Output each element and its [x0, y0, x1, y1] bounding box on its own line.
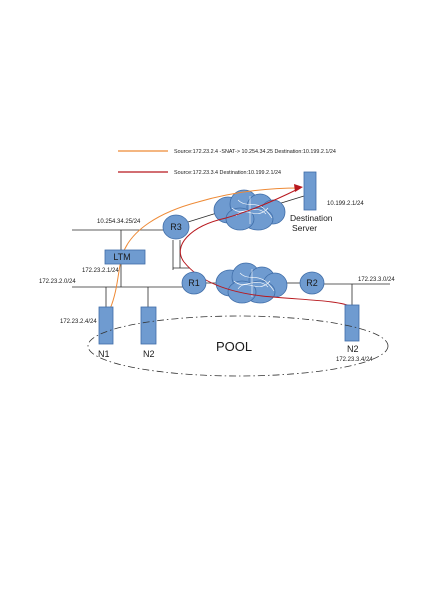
legend-direct-text: Source:172.23.3.4 Destination:10.199.2.1…	[174, 170, 281, 176]
label-n1: N1	[98, 349, 110, 359]
router-r3[interactable]: R3	[162, 214, 190, 240]
ltm-label: LTM	[113, 252, 130, 262]
legend: Source:172.23.2.4 -SNAT-> 10.254.34.25 D…	[118, 149, 336, 176]
label-net-172-23-3: 172.23.3.0/24	[358, 277, 395, 283]
label-dest-name-1: Destination	[290, 213, 333, 223]
server-n2-left[interactable]	[140, 306, 157, 345]
label-n2-left: N2	[143, 349, 155, 359]
snat-flow-path	[109, 187, 301, 310]
label-n1-ip: 172.23.2.4/24	[60, 319, 97, 325]
server-n2-right[interactable]	[344, 304, 360, 342]
router-r1[interactable]: R1	[181, 271, 207, 295]
label-dest-ip: 10.199.2.1/24	[327, 201, 364, 207]
pool-boundary	[87, 315, 389, 377]
flow-arrowhead	[294, 184, 303, 192]
legend-snat-text: Source:172.23.2.4 -SNAT-> 10.254.34.25 D…	[174, 149, 336, 155]
router-r3-label: R3	[170, 222, 182, 232]
label-n2-right-ip: 172.23.3.4/24	[336, 357, 373, 363]
server-n1[interactable]	[98, 306, 114, 345]
router-r2[interactable]: R2	[299, 271, 325, 295]
cloud-internet-bottom	[215, 262, 288, 304]
label-ltm-ip: 172.23.2.1/24	[82, 268, 119, 274]
label-net-172-23-2: 172.23.2.0/24	[39, 279, 76, 285]
label-n2-right: N2	[347, 344, 359, 354]
ltm-device[interactable]: LTM	[104, 249, 146, 265]
router-r1-label: R1	[188, 278, 200, 288]
label-net-10-254: 10.254.34.25/24	[97, 219, 141, 225]
label-pool: POOL	[216, 339, 252, 354]
destination-server[interactable]	[303, 171, 317, 211]
direct-flow-path	[179, 187, 353, 308]
label-dest-name-2: Server	[292, 223, 317, 233]
router-r2-label: R2	[306, 278, 318, 288]
link-cloud-dest	[277, 195, 305, 205]
